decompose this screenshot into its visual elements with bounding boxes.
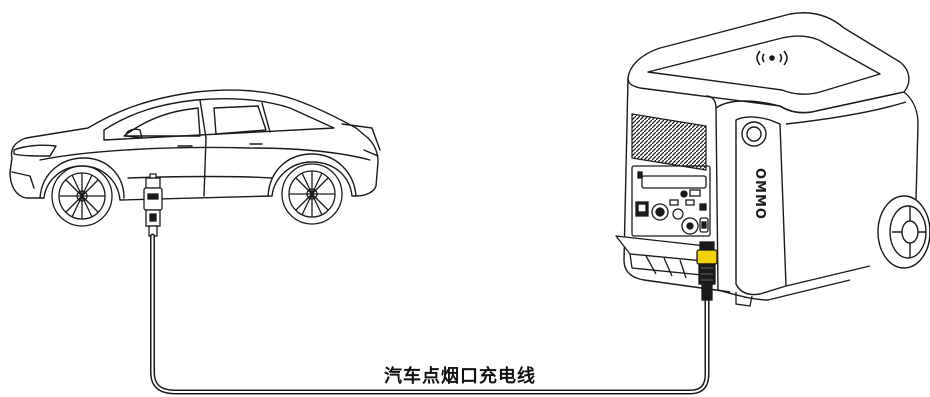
- brand-logo: OMMO: [752, 168, 767, 220]
- car-illustration: [9, 89, 381, 201]
- power-station-illustration: [623, 12, 919, 301]
- diagram-caption: 汽车点烟口充电线: [384, 366, 536, 387]
- power-button-icon: [741, 121, 767, 147]
- station-plug-connector: [696, 241, 718, 301]
- power-station-wheel: [877, 195, 930, 269]
- car-front-wheel: [51, 165, 113, 227]
- power-station-feet: [735, 292, 753, 307]
- brand-logo-text: OMMO: [752, 168, 767, 220]
- cigarette-lighter-plug: [143, 173, 163, 237]
- front-vent-grille: [631, 113, 707, 171]
- front-port-panel: [631, 165, 711, 237]
- car-rear-wheel: [281, 163, 343, 225]
- wireless-charging-icon: [756, 50, 788, 66]
